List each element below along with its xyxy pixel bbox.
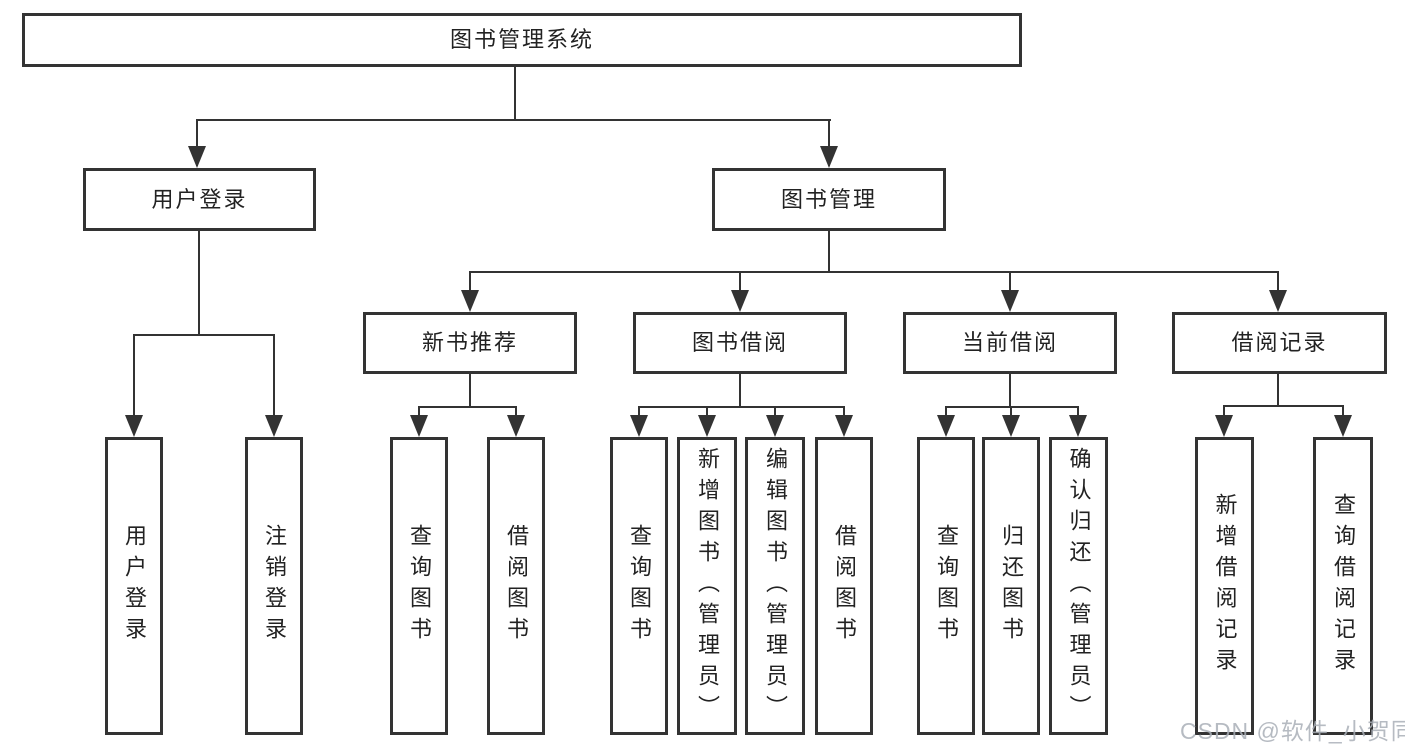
connector-to-borrow-record <box>1277 271 1279 308</box>
node-cb-query-book: 查询图书 <box>917 437 975 735</box>
arrow-to-new-book-rec <box>461 290 479 312</box>
node-cb-return-book: 归还图书 <box>982 437 1040 735</box>
node-nb-query-book: 查询图书 <box>390 437 448 735</box>
connector-to-new-book-rec <box>469 271 471 308</box>
arrow-to-nb-borrow <box>507 415 525 437</box>
arrow-to-nb-query <box>410 415 428 437</box>
connector-current-borrow-stub <box>1009 374 1011 408</box>
arrow-to-bb-query <box>630 415 648 437</box>
connector-user-login-stub <box>198 231 200 336</box>
connector-current-borrow-bar <box>945 406 1079 408</box>
connector-root-stub <box>514 67 516 120</box>
node-bb-borrow-book: 借阅图书 <box>815 437 873 735</box>
node-bb-edit-book: 编辑图书（管理员） <box>745 437 805 735</box>
arrow-to-borrow-record <box>1269 290 1287 312</box>
connector-to-ul-user-login <box>133 334 135 433</box>
node-book-borrow: 图书借阅 <box>633 312 847 374</box>
arrow-to-current-borrow <box>1001 290 1019 312</box>
arrow-to-ul-user-login <box>125 415 143 437</box>
connector-level2-bar <box>196 119 831 121</box>
connector-book-borrow-bar <box>638 406 845 408</box>
node-nb-borrow-book: 借阅图书 <box>487 437 545 735</box>
node-ul-logout: 注销登录 <box>245 437 303 735</box>
node-bb-add-book: 新增图书（管理员） <box>677 437 737 735</box>
arrow-to-cb-query <box>937 415 955 437</box>
connector-borrow-record-stub <box>1277 374 1279 406</box>
arrow-to-user-login <box>188 146 206 168</box>
node-ul-user-login: 用户登录 <box>105 437 163 735</box>
connector-to-book-borrow <box>739 271 741 308</box>
node-br-query-record: 查询借阅记录 <box>1313 437 1373 735</box>
node-cb-confirm-return: 确认归还（管理员） <box>1049 437 1108 735</box>
node-current-borrow: 当前借阅 <box>903 312 1117 374</box>
arrow-to-bb-add <box>698 415 716 437</box>
connector-book-mgmt-stub <box>828 231 830 273</box>
node-bb-query-book: 查询图书 <box>610 437 668 735</box>
connector-level3-bar <box>469 271 1279 273</box>
node-borrow-record: 借阅记录 <box>1172 312 1387 374</box>
arrow-to-cb-confirm <box>1069 415 1087 437</box>
csdn-watermark: CSDN @软件_小贺同学 <box>1180 718 1405 744</box>
connector-book-borrow-stub <box>739 374 741 408</box>
node-br-add-record: 新增借阅记录 <box>1195 437 1254 735</box>
connector-borrow-record-bar <box>1223 405 1344 407</box>
arrow-to-bb-borrow <box>835 415 853 437</box>
connector-new-book-rec-bar <box>418 406 517 408</box>
node-book-mgmt: 图书管理 <box>712 168 946 231</box>
arrow-to-ul-logout <box>265 415 283 437</box>
arrow-to-br-query <box>1334 415 1352 437</box>
node-user-login: 用户登录 <box>83 168 316 231</box>
connector-to-book-mgmt <box>828 119 830 166</box>
arrow-to-bb-edit <box>766 415 784 437</box>
arrow-to-cb-return <box>1002 415 1020 437</box>
connector-to-current-borrow <box>1009 271 1011 308</box>
arrow-to-book-borrow <box>731 290 749 312</box>
node-new-book-rec: 新书推荐 <box>363 312 577 374</box>
node-root: 图书管理系统 <box>22 13 1022 67</box>
arrow-to-book-mgmt <box>820 146 838 168</box>
connector-to-user-login <box>196 119 198 166</box>
connector-user-login-bar <box>133 334 275 336</box>
connector-new-book-rec-stub <box>469 374 471 408</box>
arrow-to-br-add <box>1215 415 1233 437</box>
connector-to-ul-logout <box>273 334 275 433</box>
